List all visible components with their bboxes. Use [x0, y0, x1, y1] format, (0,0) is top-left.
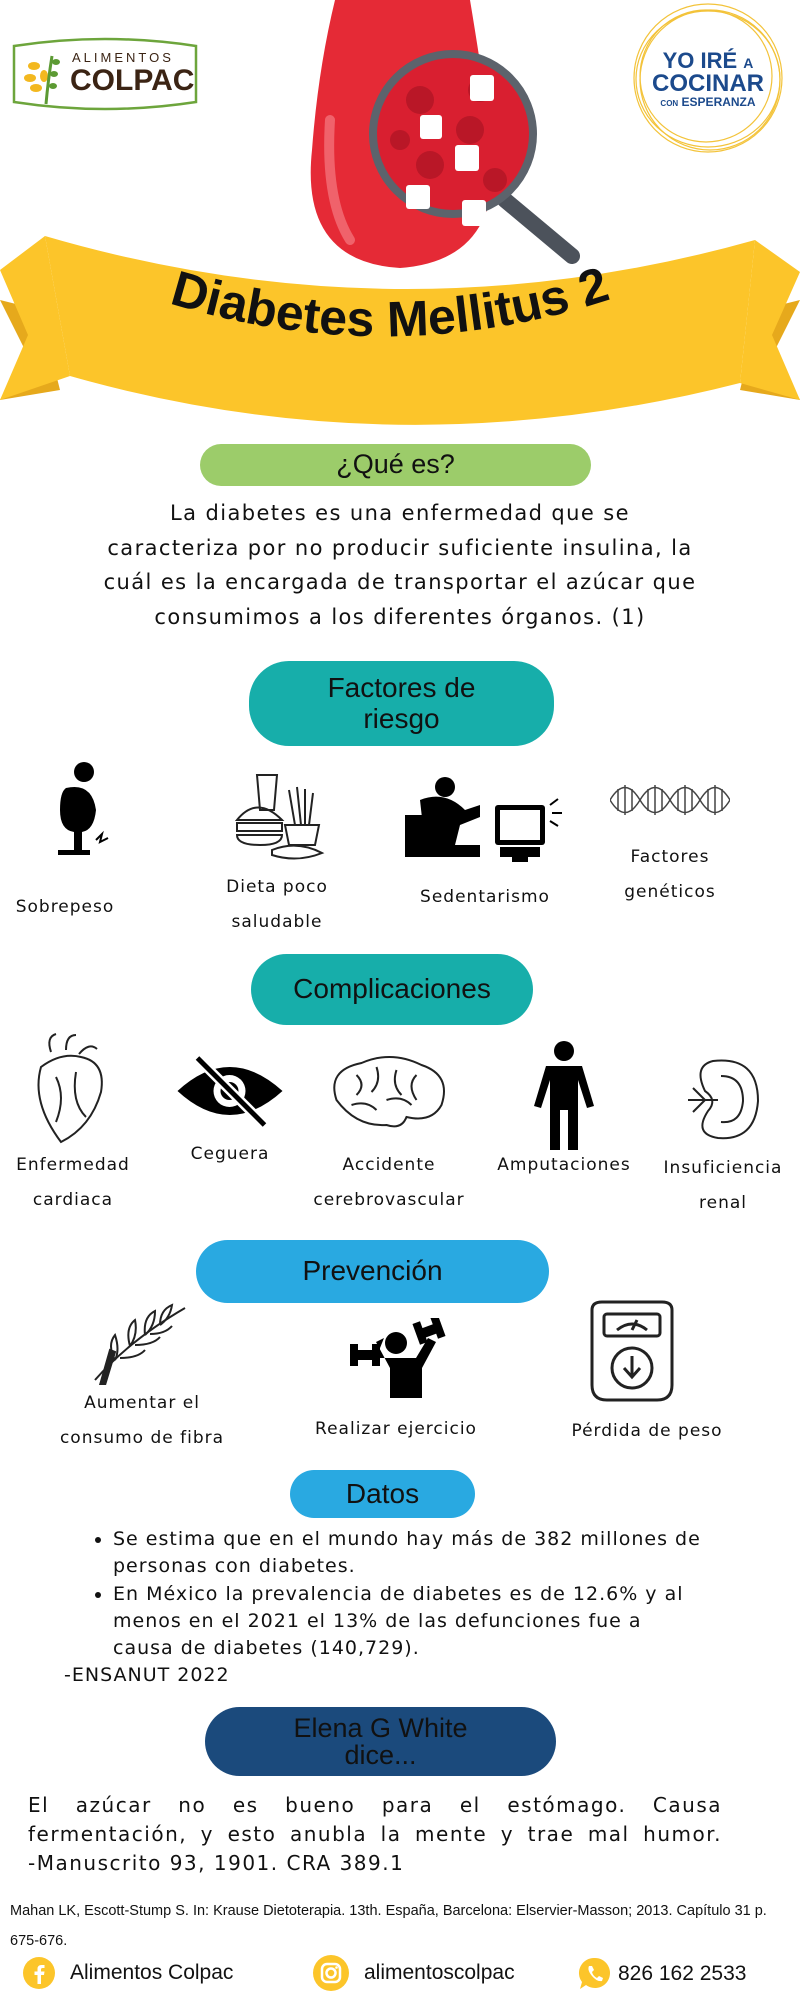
alimentos-colpac-logo: ALIMENTOS COLPAC [12, 36, 198, 112]
prevention-label-fibra: Aumentar el consumo de fibra [59, 1393, 225, 1448]
whatsapp-link[interactable]: 826 162 2533 [578, 1956, 746, 1992]
scale-icon [590, 1300, 674, 1402]
complicaciones-heading-text: Complicaciones [293, 973, 491, 1005]
factor-label-dieta: Dieta poco saludable [226, 877, 328, 932]
junk-food-icon [234, 774, 325, 860]
para-line: La diabetes es una enfermedad que se [170, 501, 630, 525]
instagram-label: alimentoscolpac [364, 1961, 515, 1984]
logo-a: A [743, 55, 754, 71]
facebook-icon [23, 1957, 55, 1989]
para-line: consumimos a los diferentes órganos. (1) [154, 604, 646, 629]
reference-text: Mahan LK, Escott-Stump S. In: Krause Die… [10, 1903, 767, 1949]
prevencion-heading-text: Prevención [302, 1255, 443, 1287]
couch-tv-icon [405, 777, 562, 862]
datos-bullet: En México la prevalencia de diabetes es … [113, 1581, 708, 1663]
complication-label-cardiaca: Enfermedad cardiaca [16, 1155, 130, 1210]
logo-line1: ALIMENTOS [72, 50, 174, 65]
para-line: cuál es la encargada de transportar el a… [103, 570, 697, 594]
factor-label-geneticos: Factores genéticos [624, 847, 716, 902]
person-icon [534, 1041, 594, 1150]
logo-line2: COLPAC [70, 64, 195, 97]
facebook-link[interactable]: Alimentos Colpac [22, 1956, 233, 1990]
logo-yo-ire: YO IRÉ [662, 48, 738, 73]
factores-heading-text: Factores de riesgo [327, 671, 476, 734]
dumbbell-person-icon [350, 1318, 446, 1398]
whatsapp-icon [578, 1957, 610, 1989]
kidney-icon [688, 1059, 760, 1140]
elena-citation: -Manuscrito 93, 1901. CRA 389.1 [28, 1851, 405, 1875]
instagram-link[interactable]: alimentoscolpac [312, 1954, 515, 1992]
quote-text: El azúcar no es bueno para el estómago. … [28, 1793, 722, 1846]
heart-icon [37, 1033, 103, 1144]
que-es-heading: ¿Qué es? [200, 444, 591, 486]
complication-label-ceguera: Ceguera [190, 1144, 270, 1164]
complication-label-acv: Accidente cerebrovascular [313, 1155, 465, 1210]
dna-icon [610, 785, 730, 815]
logo-esperanza: ESPERANZA [681, 95, 756, 109]
datos-heading-text: Datos [345, 1477, 420, 1509]
prevention-label-ejercicio: Realizar ejercicio [315, 1419, 477, 1439]
datos-heading: Datos [290, 1470, 475, 1518]
overweight-person-icon [58, 762, 109, 855]
magnifier-icon [369, 50, 580, 264]
eye-slash-icon [177, 1054, 283, 1129]
elena-heading-text: Elena G White dice... [293, 1712, 468, 1770]
para-line: caracteriza por no producir suficiente i… [107, 535, 693, 560]
brain-icon [333, 1055, 445, 1128]
factor-label-sobrepeso: Sobrepeso [15, 897, 115, 917]
complication-label-renal: Insuficiencia renal [663, 1158, 783, 1213]
prevention-label-peso: Pérdida de peso [571, 1421, 723, 1441]
logo-cocinar: COCINAR [652, 70, 764, 97]
datos-list: Se estima que en el mundo hay más de 382… [64, 1526, 708, 1690]
que-es-paragraph: La diabetes es una enfermedad que se car… [60, 496, 740, 634]
factor-label-sedentarismo: Sedentarismo [420, 887, 550, 907]
instagram-icon [313, 1955, 349, 1991]
elena-quote: El azúcar no es bueno para el estómago. … [28, 1791, 722, 1849]
datos-source: -ENSANUT 2022 [64, 1664, 230, 1687]
logo-con: CON [660, 99, 679, 108]
yo-ire-a-cocinar-logo: YO IRÉ A COCINAR CON ESPERANZA [628, 0, 788, 160]
header-banner: Diabetes Mellitus 2 [0, 0, 800, 425]
complicaciones-heading: Complicaciones [251, 954, 533, 1025]
complication-label-amputaciones: Amputaciones [497, 1155, 631, 1175]
que-es-heading-text: ¿Qué es? [336, 449, 455, 480]
wheat-icon [94, 1303, 186, 1385]
whatsapp-label: 826 162 2533 [618, 1962, 747, 1985]
factores-heading: Factores de riesgo [249, 661, 554, 746]
facebook-label: Alimentos Colpac [70, 1961, 234, 1984]
elena-heading: Elena G White dice... [205, 1707, 556, 1776]
datos-bullet: Se estima que en el mundo hay más de 382… [113, 1526, 708, 1581]
prevencion-heading: Prevención [196, 1240, 549, 1303]
